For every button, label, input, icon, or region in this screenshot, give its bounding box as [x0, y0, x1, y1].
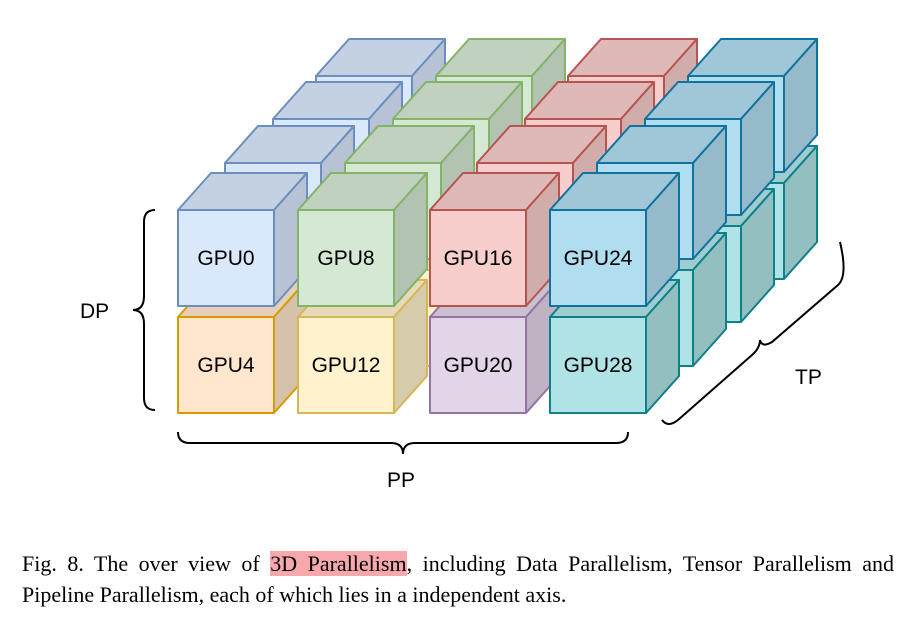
cube-front-face — [549, 209, 647, 307]
caption-suffix: , including Data Parallelism, Tensor Par… — [22, 551, 894, 607]
caption-prefix: Fig. 8. The over view of — [22, 551, 271, 576]
gpu-label: GPU20 — [444, 354, 513, 377]
cube-front-face — [297, 316, 395, 414]
dp-axis-label: DP — [80, 300, 109, 323]
cube-front-face — [177, 209, 275, 307]
gpu-label: GPU0 — [197, 247, 254, 270]
tp-axis-label: TP — [795, 366, 822, 389]
gpu-cube-grid: GPU4 GPU12 GPU20 GPU28 GPU0 GPU8 GPU16 GPU24 — [177, 38, 818, 414]
3d-parallelism-diagram: GPU4 GPU12 GPU20 GPU28 GPU0 GPU8 GPU16 GPU24 DP… — [80, 38, 845, 492]
gpu-label: GPU16 — [444, 247, 513, 270]
cube-front-face — [549, 316, 647, 414]
gpu-cube: GPU16 — [429, 172, 560, 307]
gpu-label: GPU4 — [197, 354, 255, 377]
gpu-cube: GPU0 — [177, 172, 308, 307]
tp-brace — [661, 241, 845, 425]
gpu-cube: GPU24 — [549, 172, 680, 307]
gpu-label: GPU12 — [312, 354, 381, 377]
figure-caption: Fig. 8. The over view of 3D Parallelism,… — [22, 548, 894, 610]
gpu-label: GPU8 — [317, 247, 374, 270]
pp-axis-label: PP — [387, 469, 415, 492]
cube-front-face — [429, 316, 527, 414]
gpu-cube: GPU8 — [297, 172, 428, 307]
pp-brace — [177, 431, 629, 455]
cube-front-face — [297, 209, 395, 307]
cube-front-face — [177, 316, 275, 414]
caption-highlight: 3D Parallelism — [270, 551, 407, 576]
dp-brace — [132, 209, 156, 411]
gpu-label: GPU24 — [564, 247, 633, 270]
gpu-label: GPU28 — [564, 354, 633, 377]
cube-front-face — [429, 209, 527, 307]
